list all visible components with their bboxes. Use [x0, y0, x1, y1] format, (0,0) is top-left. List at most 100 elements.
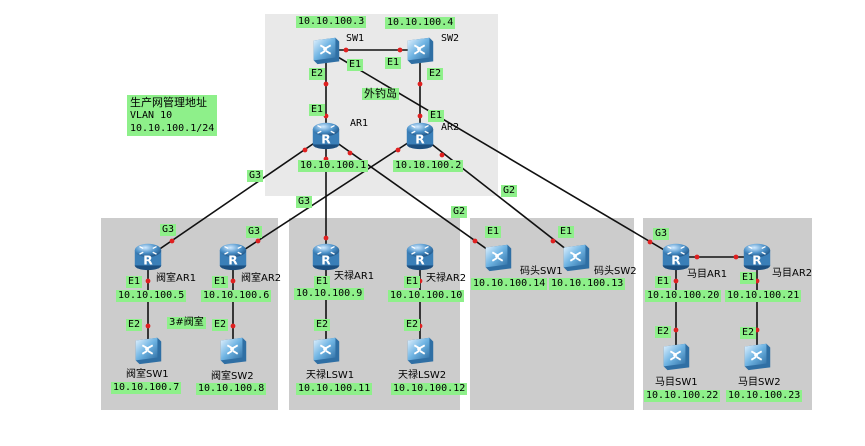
- tl-sw1-name: 天禄LSW1: [306, 370, 355, 381]
- port-dot: [230, 323, 236, 329]
- switch-icon[interactable]: [659, 339, 693, 373]
- switch-icon[interactable]: [403, 333, 437, 367]
- mm-sw2-ip: 10.10.100.23: [726, 390, 803, 402]
- port-label: G2: [451, 206, 468, 218]
- info-vlan: VLAN 10: [130, 110, 173, 121]
- port-label: E1: [655, 276, 672, 288]
- fm-ar2-name: 阀室AR2: [241, 273, 282, 284]
- mm-ar1-ip: 10.10.100.20: [645, 290, 722, 302]
- famen-zone-label: 3#阀室: [167, 317, 206, 329]
- port-label: G3: [247, 170, 264, 182]
- mm-sw2-name: 马目SW2: [738, 377, 781, 388]
- mm-sw1-ip: 10.10.100.22: [644, 390, 721, 402]
- port-dot: [417, 81, 423, 87]
- ar1-ip: 10.10.100.1: [298, 160, 369, 172]
- router-icon[interactable]: [403, 118, 437, 152]
- port-label: G2: [501, 185, 518, 197]
- port-dot: [302, 147, 308, 153]
- tl-ar2-name: 天禄AR2: [426, 273, 467, 284]
- router-icon[interactable]: [659, 239, 693, 273]
- mt-sw1-ip: 10.10.100.14: [471, 278, 548, 290]
- switch-icon[interactable]: [216, 333, 250, 367]
- port-label: E2: [404, 319, 421, 331]
- switch-icon[interactable]: [131, 333, 165, 367]
- port-dot: [230, 278, 236, 284]
- switch-icon[interactable]: [403, 33, 437, 67]
- port-dot: [343, 47, 349, 53]
- port-label: E1: [740, 272, 757, 284]
- port-label: E2: [655, 326, 672, 338]
- port-label: G3: [246, 226, 263, 238]
- famen-zone: [101, 218, 278, 410]
- port-dot: [323, 81, 329, 87]
- port-dot: [169, 238, 175, 244]
- port-label: E1: [485, 226, 502, 238]
- mm-ar1-name: 马目AR1: [687, 269, 728, 280]
- port-label: G3: [160, 224, 177, 236]
- port-label: G3: [653, 228, 670, 240]
- port-label: E1: [212, 276, 229, 288]
- port-label: E2: [427, 68, 444, 80]
- sw1-name: SW1: [346, 33, 365, 44]
- port-label: E1: [404, 276, 421, 288]
- fm-sw2-ip: 10.10.100.8: [196, 383, 267, 395]
- mm-ar2-name: 马目AR2: [772, 268, 813, 279]
- port-dot: [395, 147, 401, 153]
- port-dot: [397, 47, 403, 53]
- info-title: 生产网管理地址: [130, 96, 207, 109]
- router-icon[interactable]: [131, 239, 165, 273]
- port-label: E1: [314, 276, 331, 288]
- mt-sw2-name: 码头SW2: [594, 266, 637, 277]
- fm-ar1-name: 阀室AR1: [156, 273, 197, 284]
- port-dot: [733, 254, 739, 260]
- tl-sw2-ip: 10.10.100.12: [391, 383, 468, 395]
- port-label: E1: [347, 59, 364, 71]
- tl-ar1-name: 天禄AR1: [334, 271, 375, 282]
- port-label: E1: [558, 226, 575, 238]
- link-sw1-mmar1: [325, 49, 677, 258]
- port-label: G3: [296, 196, 313, 208]
- mm-sw1-name: 马目SW1: [655, 377, 698, 388]
- fm-ar1-ip: 10.10.100.5: [116, 290, 187, 302]
- port-dot: [145, 323, 151, 329]
- switch-icon[interactable]: [309, 333, 343, 367]
- router-icon[interactable]: [403, 239, 437, 273]
- fm-sw1-ip: 10.10.100.7: [111, 382, 182, 394]
- switch-icon[interactable]: [740, 339, 774, 373]
- port-dot: [323, 235, 329, 241]
- port-dot: [255, 238, 261, 244]
- port-label: E2: [309, 68, 326, 80]
- port-dot: [145, 278, 151, 284]
- fm-sw2-name: 阀室SW2: [211, 371, 254, 382]
- link-ar1-mtsw1: [325, 134, 499, 258]
- router-icon[interactable]: [216, 239, 250, 273]
- switch-icon[interactable]: [309, 33, 343, 67]
- mt-sw1-name: 码头SW1: [520, 266, 563, 277]
- port-label: E1: [385, 57, 402, 69]
- port-label: E1: [126, 276, 143, 288]
- tl-sw1-ip: 10.10.100.11: [296, 383, 373, 395]
- fm-ar2-ip: 10.10.100.6: [201, 290, 272, 302]
- sw2-name: SW2: [441, 33, 460, 44]
- port-label: E1: [309, 104, 326, 116]
- port-dot: [439, 152, 445, 158]
- fm-sw1-name: 阀室SW1: [126, 369, 169, 380]
- port-label: E2: [314, 319, 331, 331]
- switch-icon[interactable]: [559, 240, 593, 274]
- link-ar1-fmar1: [147, 134, 327, 258]
- port-label: E1: [428, 110, 445, 122]
- router-icon[interactable]: [309, 118, 343, 152]
- ar1-name: AR1: [350, 118, 369, 129]
- port-label: E2: [126, 319, 143, 331]
- switch-icon[interactable]: [481, 240, 515, 274]
- router-icon[interactable]: [740, 239, 774, 273]
- info-subnet: 10.10.100.1/24: [130, 123, 215, 134]
- ar2-ip: 10.10.100.2: [393, 160, 464, 172]
- port-dot: [647, 239, 653, 245]
- mt-sw2-ip: 10.10.100.13: [549, 278, 626, 290]
- router-icon[interactable]: [309, 239, 343, 273]
- port-dot: [472, 238, 478, 244]
- port-dot: [550, 238, 556, 244]
